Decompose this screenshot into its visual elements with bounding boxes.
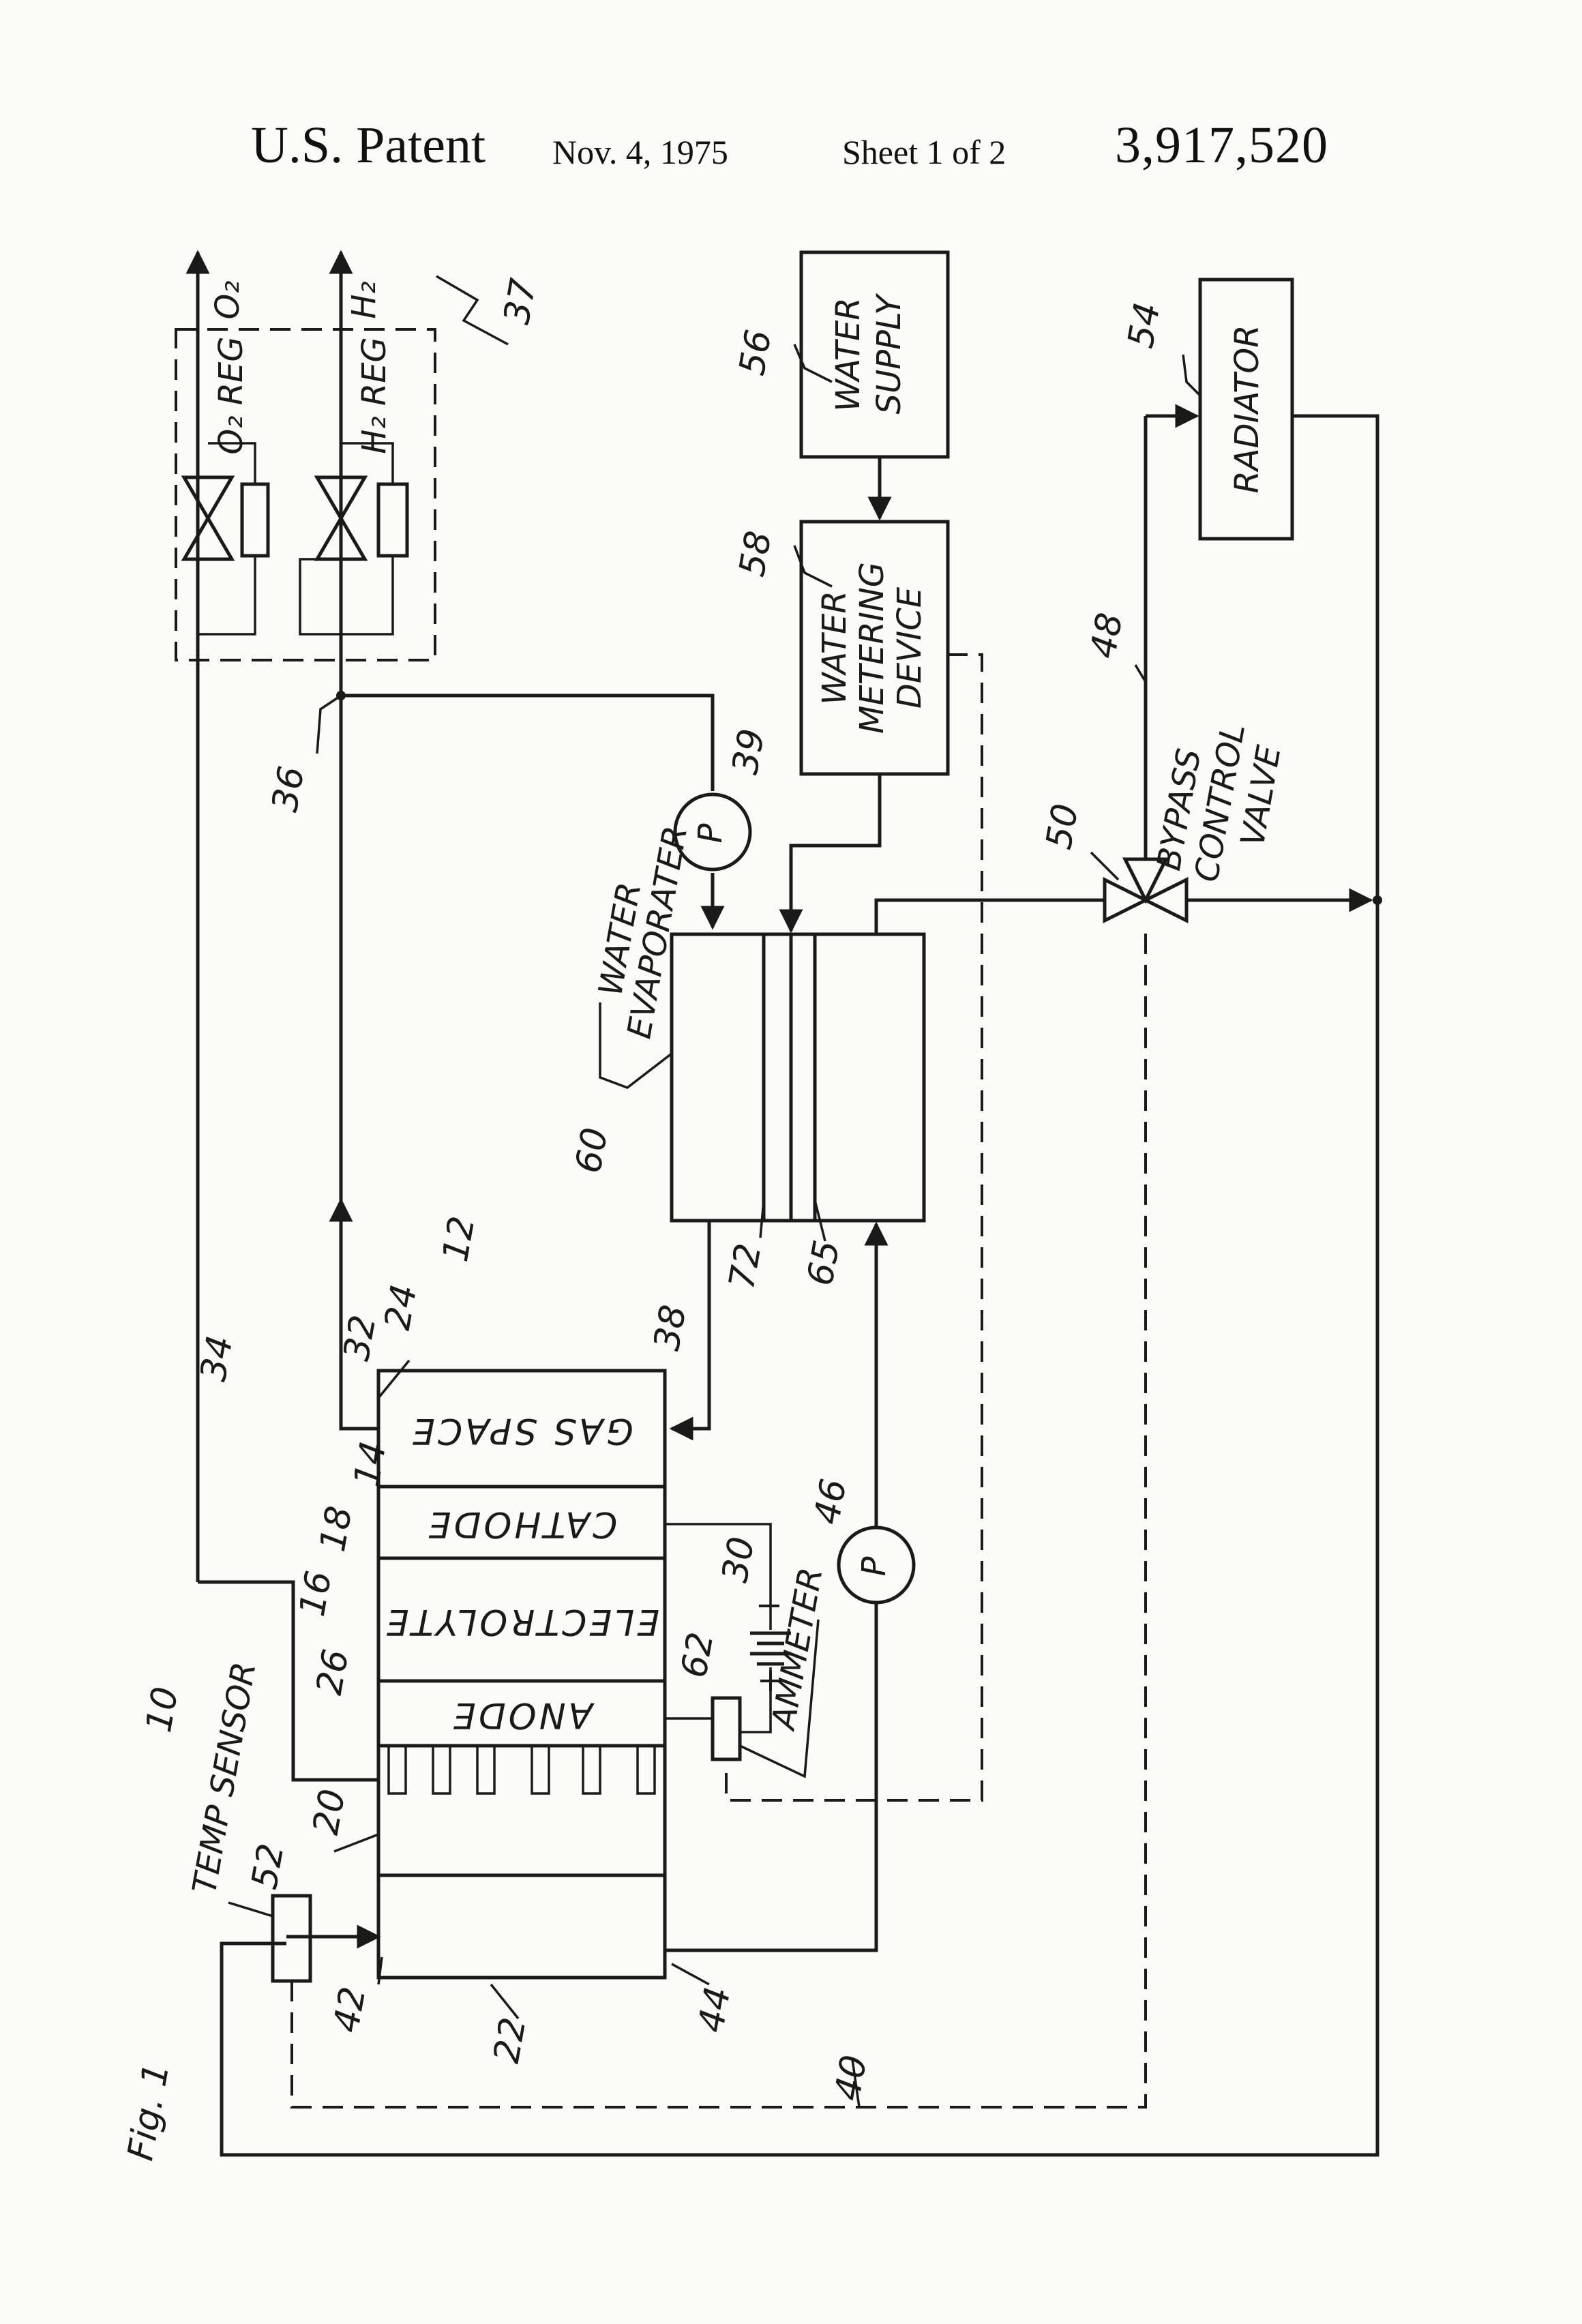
ref-10: 10	[138, 1684, 187, 1735]
ref-60: 60	[568, 1124, 616, 1176]
water-supply-label-2: SUPPLY	[870, 293, 908, 415]
anode-fins	[389, 1746, 655, 1793]
water-evaporator	[672, 934, 924, 1221]
ref-37: 37	[496, 275, 545, 327]
pump-39-label: P	[691, 823, 730, 843]
o2-regulator	[242, 484, 268, 556]
ref-30: 30	[715, 1534, 763, 1585]
metering-label-1: WATER	[816, 591, 854, 704]
o2-valve-bottom	[184, 518, 232, 559]
water-supply-label-1: WATER	[829, 297, 867, 411]
ref-16: 16	[292, 1568, 340, 1620]
radiator: RADIATOR	[1200, 280, 1292, 539]
ref-58: 58	[732, 528, 780, 580]
ref-72: 72	[721, 1240, 770, 1292]
control-lines	[292, 655, 1146, 2107]
ref-38: 38	[646, 1302, 695, 1354]
ref-32: 32	[336, 1312, 385, 1364]
o2-reg-label: O₂ REG	[212, 336, 250, 454]
ref-56: 56	[732, 327, 780, 378]
ref-12: 12	[435, 1213, 483, 1265]
ref-34: 34	[193, 1332, 241, 1384]
ref-50: 50	[1039, 801, 1087, 852]
ref-48: 48	[1083, 610, 1131, 661]
ref-20: 20	[305, 1786, 354, 1838]
ref-18: 18	[312, 1503, 361, 1555]
gas-space-label: GAS SPACE	[410, 1410, 633, 1451]
ref-44: 44	[691, 1984, 739, 2036]
metering-label-3: DEVICE	[891, 586, 929, 709]
figure-label: Fig. 1	[120, 2060, 177, 2164]
ref-14: 14	[346, 1438, 395, 1490]
radiator-label: RADIATOR	[1228, 325, 1266, 493]
ref-65: 65	[800, 1237, 848, 1289]
o2-outlet-label: O₂	[209, 280, 247, 319]
ref-62: 62	[674, 1629, 722, 1681]
ref-40: 40	[827, 2052, 876, 2104]
metering-label-2: METERING	[853, 562, 891, 734]
ref-42: 42	[326, 1984, 374, 2036]
ref-24: 24	[377, 1281, 426, 1333]
o2-valve-top	[184, 477, 232, 518]
ref-39: 39	[725, 726, 773, 777]
electrolysis-cell: GAS SPACE CATHODE ELECTROLYTE ANODE	[378, 1371, 665, 1978]
ref-26: 26	[309, 1646, 357, 1698]
electrolyte-label: ELECTROLYTE	[384, 1601, 659, 1642]
reference-numerals: 10 12 14 16 18 20 22 24 26 30 32 34 36 3…	[138, 275, 1169, 2104]
ref-54: 54	[1120, 299, 1169, 351]
ref-46: 46	[807, 1476, 855, 1528]
anode-label: ANODE	[451, 1695, 595, 1735]
ref-22: 22	[486, 2014, 535, 2066]
ref-52: 52	[244, 1841, 293, 1892]
ref-36: 36	[265, 763, 313, 815]
water-supply: WATER SUPPLY	[801, 252, 948, 457]
water-metering-device: WATER METERING DEVICE	[801, 522, 948, 774]
pump-46-label: P	[855, 1556, 893, 1576]
regulator-assembly: O₂ REG H₂ REG	[176, 329, 435, 660]
ammeter-62	[713, 1698, 740, 1759]
cathode-label: CATHODE	[426, 1504, 618, 1545]
h2-regulator	[378, 484, 407, 556]
h2-reg-label: H₂ REG	[355, 337, 393, 453]
battery-minus: −	[756, 1586, 783, 1624]
h2-outlet-label: H₂	[345, 281, 383, 318]
